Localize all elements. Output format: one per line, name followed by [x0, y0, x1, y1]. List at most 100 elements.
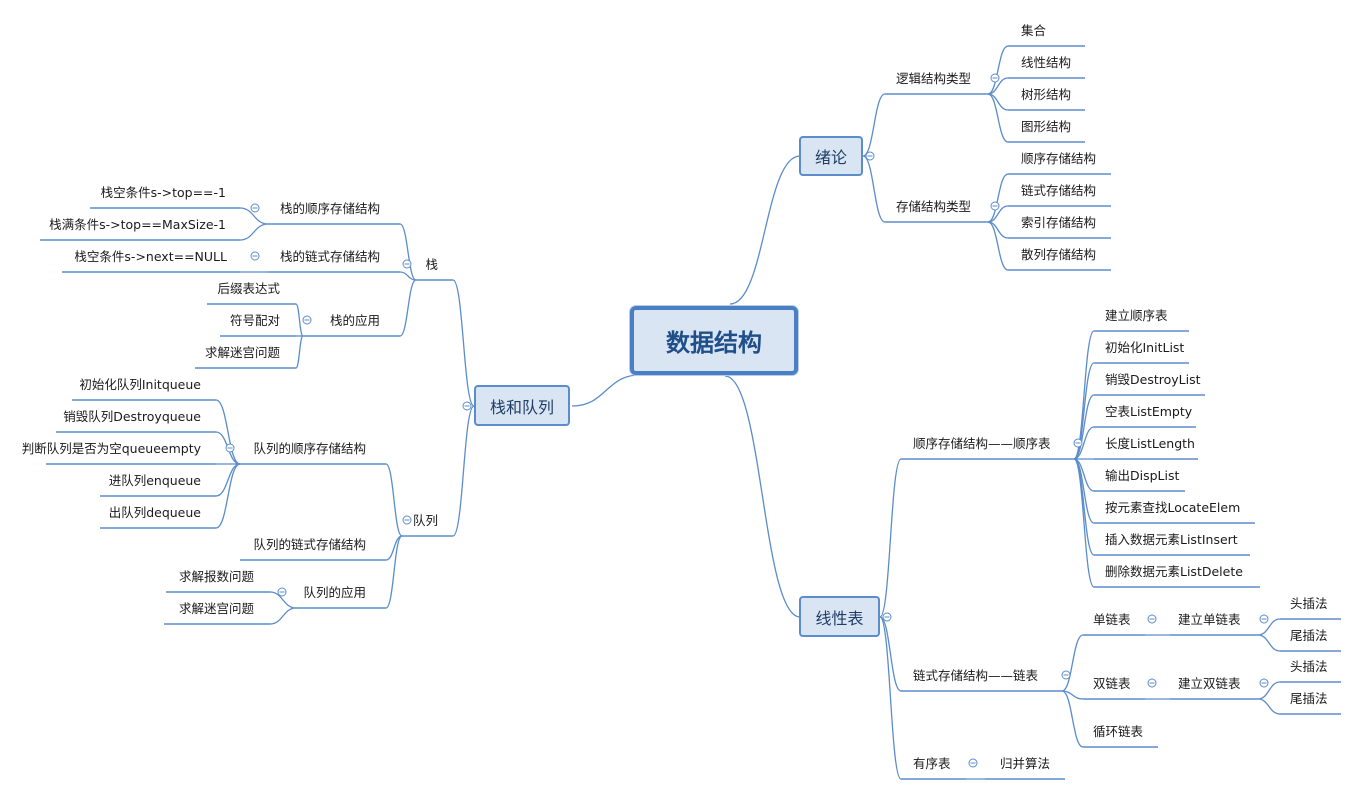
- collapse-toggle-icon[interactable]: [462, 401, 472, 411]
- collapse-toggle-icon[interactable]: [968, 758, 978, 768]
- leaf-linear-structure[interactable]: 线性结构: [1021, 55, 1072, 70]
- node-linear-list[interactable]: 线性表: [799, 596, 880, 637]
- leaf-create-seq-list[interactable]: 建立顺序表: [1105, 308, 1168, 323]
- connector-line: [215, 463, 241, 497]
- connector-line: [862, 93, 886, 157]
- node-stack-queue[interactable]: 栈和队列: [474, 385, 570, 426]
- leaf-graph-structure[interactable]: 图形结构: [1021, 119, 1072, 134]
- collapse-toggle-icon[interactable]: [1061, 670, 1071, 680]
- leaf-count-off-problem[interactable]: 求解报数问题: [178, 569, 254, 584]
- connector-line: [1257, 681, 1281, 700]
- leaf-init-list[interactable]: 初始化InitList: [1105, 340, 1185, 355]
- leaf-double-head-insert[interactable]: 头插法: [1290, 659, 1328, 674]
- connector-line: [295, 303, 304, 337]
- leaf-destroy-queue[interactable]: 销毁队列Destroyqueue: [63, 409, 201, 424]
- connector-line: [385, 463, 403, 537]
- leaf-disp-list[interactable]: 输出DispList: [1105, 468, 1180, 483]
- connector-line: [571, 374, 641, 407]
- node-build-double-list[interactable]: 建立双链表: [1178, 676, 1241, 691]
- node-storage-type[interactable]: 存储结构类型: [896, 199, 972, 214]
- connector-line: [215, 463, 241, 529]
- leaf-merge-algorithm[interactable]: 归并算法: [1000, 756, 1051, 771]
- leaf-locate-elem[interactable]: 按元素查找LocateElem: [1105, 500, 1241, 515]
- leaf-stack-maze[interactable]: 求解迷宫问题: [204, 345, 280, 360]
- node-logic-type[interactable]: 逻辑结构类型: [896, 71, 972, 86]
- connector-line: [987, 205, 1009, 223]
- leaf-list-length[interactable]: 长度ListLength: [1105, 436, 1195, 451]
- node-seq-list[interactable]: 顺序存储结构——顺序表: [913, 436, 1051, 451]
- leaf-double-tail-insert[interactable]: 尾插法: [1290, 691, 1328, 706]
- collapse-toggle-icon[interactable]: [1259, 678, 1269, 688]
- collapse-toggle-icon[interactable]: [225, 443, 235, 453]
- leaf-postfix-expression[interactable]: 后缀表达式: [217, 281, 280, 296]
- connector-line: [1073, 362, 1095, 460]
- leaf-circular-linked-list[interactable]: 循环链表: [1093, 724, 1144, 739]
- connector-line: [1073, 426, 1095, 460]
- leaf-stack-linked-empty[interactable]: 栈空条件s->next==NULL: [74, 249, 227, 264]
- leaf-bracket-matching[interactable]: 符号配对: [229, 313, 280, 328]
- node-ordered-list[interactable]: 有序表: [913, 756, 951, 771]
- leaf-index-storage[interactable]: 索引存储结构: [1021, 215, 1097, 230]
- connector-line: [215, 399, 241, 465]
- node-queue-seq[interactable]: 队列的顺序存储结构: [253, 441, 366, 456]
- collapse-toggle-icon[interactable]: [990, 201, 1000, 211]
- node-linked-list[interactable]: 链式存储结构——链表: [913, 668, 1039, 683]
- connector-line: [862, 155, 886, 223]
- connector-line: [295, 335, 304, 369]
- node-stack[interactable]: 栈: [425, 257, 438, 272]
- collapse-toggle-icon[interactable]: [865, 151, 875, 161]
- leaf-hash-storage[interactable]: 散列存储结构: [1021, 247, 1097, 262]
- connector-line: [1073, 458, 1095, 524]
- node-stack-linked[interactable]: 栈的链式存储结构: [279, 249, 380, 264]
- connector-line: [1257, 698, 1281, 715]
- node-queue-linked[interactable]: 队列的链式存储结构: [253, 537, 366, 552]
- connector-line: [399, 279, 417, 337]
- collapse-toggle-icon[interactable]: [402, 259, 412, 269]
- node-queue-application[interactable]: 队列的应用: [303, 585, 366, 600]
- connector-line: [879, 458, 902, 618]
- leaf-destroy-list[interactable]: 销毁DestroyList: [1105, 372, 1201, 387]
- leaf-stack-full-cond[interactable]: 栈满条件s->top==MaxSize-1: [49, 217, 226, 232]
- node-double-linked-list[interactable]: 双链表: [1093, 676, 1131, 691]
- leaf-queue-empty[interactable]: 判断队列是否为空queueempty: [21, 441, 201, 456]
- leaf-linked-storage[interactable]: 链式存储结构: [1021, 183, 1097, 198]
- leaf-init-queue[interactable]: 初始化队列Initqueue: [79, 377, 201, 392]
- connector-line: [452, 279, 475, 407]
- collapse-toggle-icon[interactable]: [250, 251, 260, 261]
- connector-line: [987, 45, 1009, 95]
- collapse-toggle-icon[interactable]: [1147, 614, 1157, 624]
- node-queue[interactable]: 队列: [412, 513, 438, 528]
- collapse-toggle-icon[interactable]: [402, 515, 412, 525]
- node-single-linked-list[interactable]: 单链表: [1093, 612, 1131, 627]
- leaf-list-insert[interactable]: 插入数据元素ListInsert: [1105, 532, 1238, 547]
- leaf-list-delete[interactable]: 删除数据元素ListDelete: [1105, 564, 1243, 579]
- collapse-toggle-icon[interactable]: [250, 203, 260, 213]
- collapse-toggle-icon[interactable]: [1147, 678, 1157, 688]
- leaf-sequential-storage[interactable]: 顺序存储结构: [1021, 151, 1097, 166]
- node-stack-application[interactable]: 栈的应用: [329, 313, 380, 328]
- leaf-list-empty[interactable]: 空表ListEmpty: [1105, 404, 1193, 419]
- connector-line: [269, 591, 297, 609]
- leaf-queue-maze[interactable]: 求解迷宫问题: [178, 601, 254, 616]
- leaf-single-head-insert[interactable]: 头插法: [1290, 596, 1328, 611]
- node-build-single-list[interactable]: 建立单链表: [1178, 612, 1241, 627]
- collapse-toggle-icon[interactable]: [277, 587, 287, 597]
- node-stack-seq[interactable]: 栈的顺序存储结构: [279, 201, 380, 216]
- collapse-toggle-icon[interactable]: [990, 73, 1000, 83]
- leaf-tree-structure[interactable]: 树形结构: [1021, 87, 1072, 102]
- connector-line: [385, 535, 403, 609]
- collapse-toggle-icon[interactable]: [1259, 614, 1269, 624]
- collapse-toggle-icon[interactable]: [302, 315, 312, 325]
- collapse-toggle-icon[interactable]: [1073, 438, 1083, 448]
- leaf-dequeue[interactable]: 出队列dequeue: [108, 505, 201, 520]
- connector-line: [239, 207, 269, 225]
- collapse-toggle-icon[interactable]: [882, 612, 892, 622]
- leaf-set[interactable]: 集合: [1021, 23, 1047, 38]
- leaf-stack-empty-cond[interactable]: 栈空条件s->top==-1: [100, 185, 226, 200]
- connector-line: [1073, 458, 1095, 588]
- node-intro[interactable]: 绪论: [799, 136, 863, 176]
- leaf-enqueue[interactable]: 进队列enqueue: [108, 473, 201, 488]
- root-node[interactable]: 数据结构: [630, 306, 798, 375]
- leaf-single-tail-insert[interactable]: 尾插法: [1290, 628, 1328, 643]
